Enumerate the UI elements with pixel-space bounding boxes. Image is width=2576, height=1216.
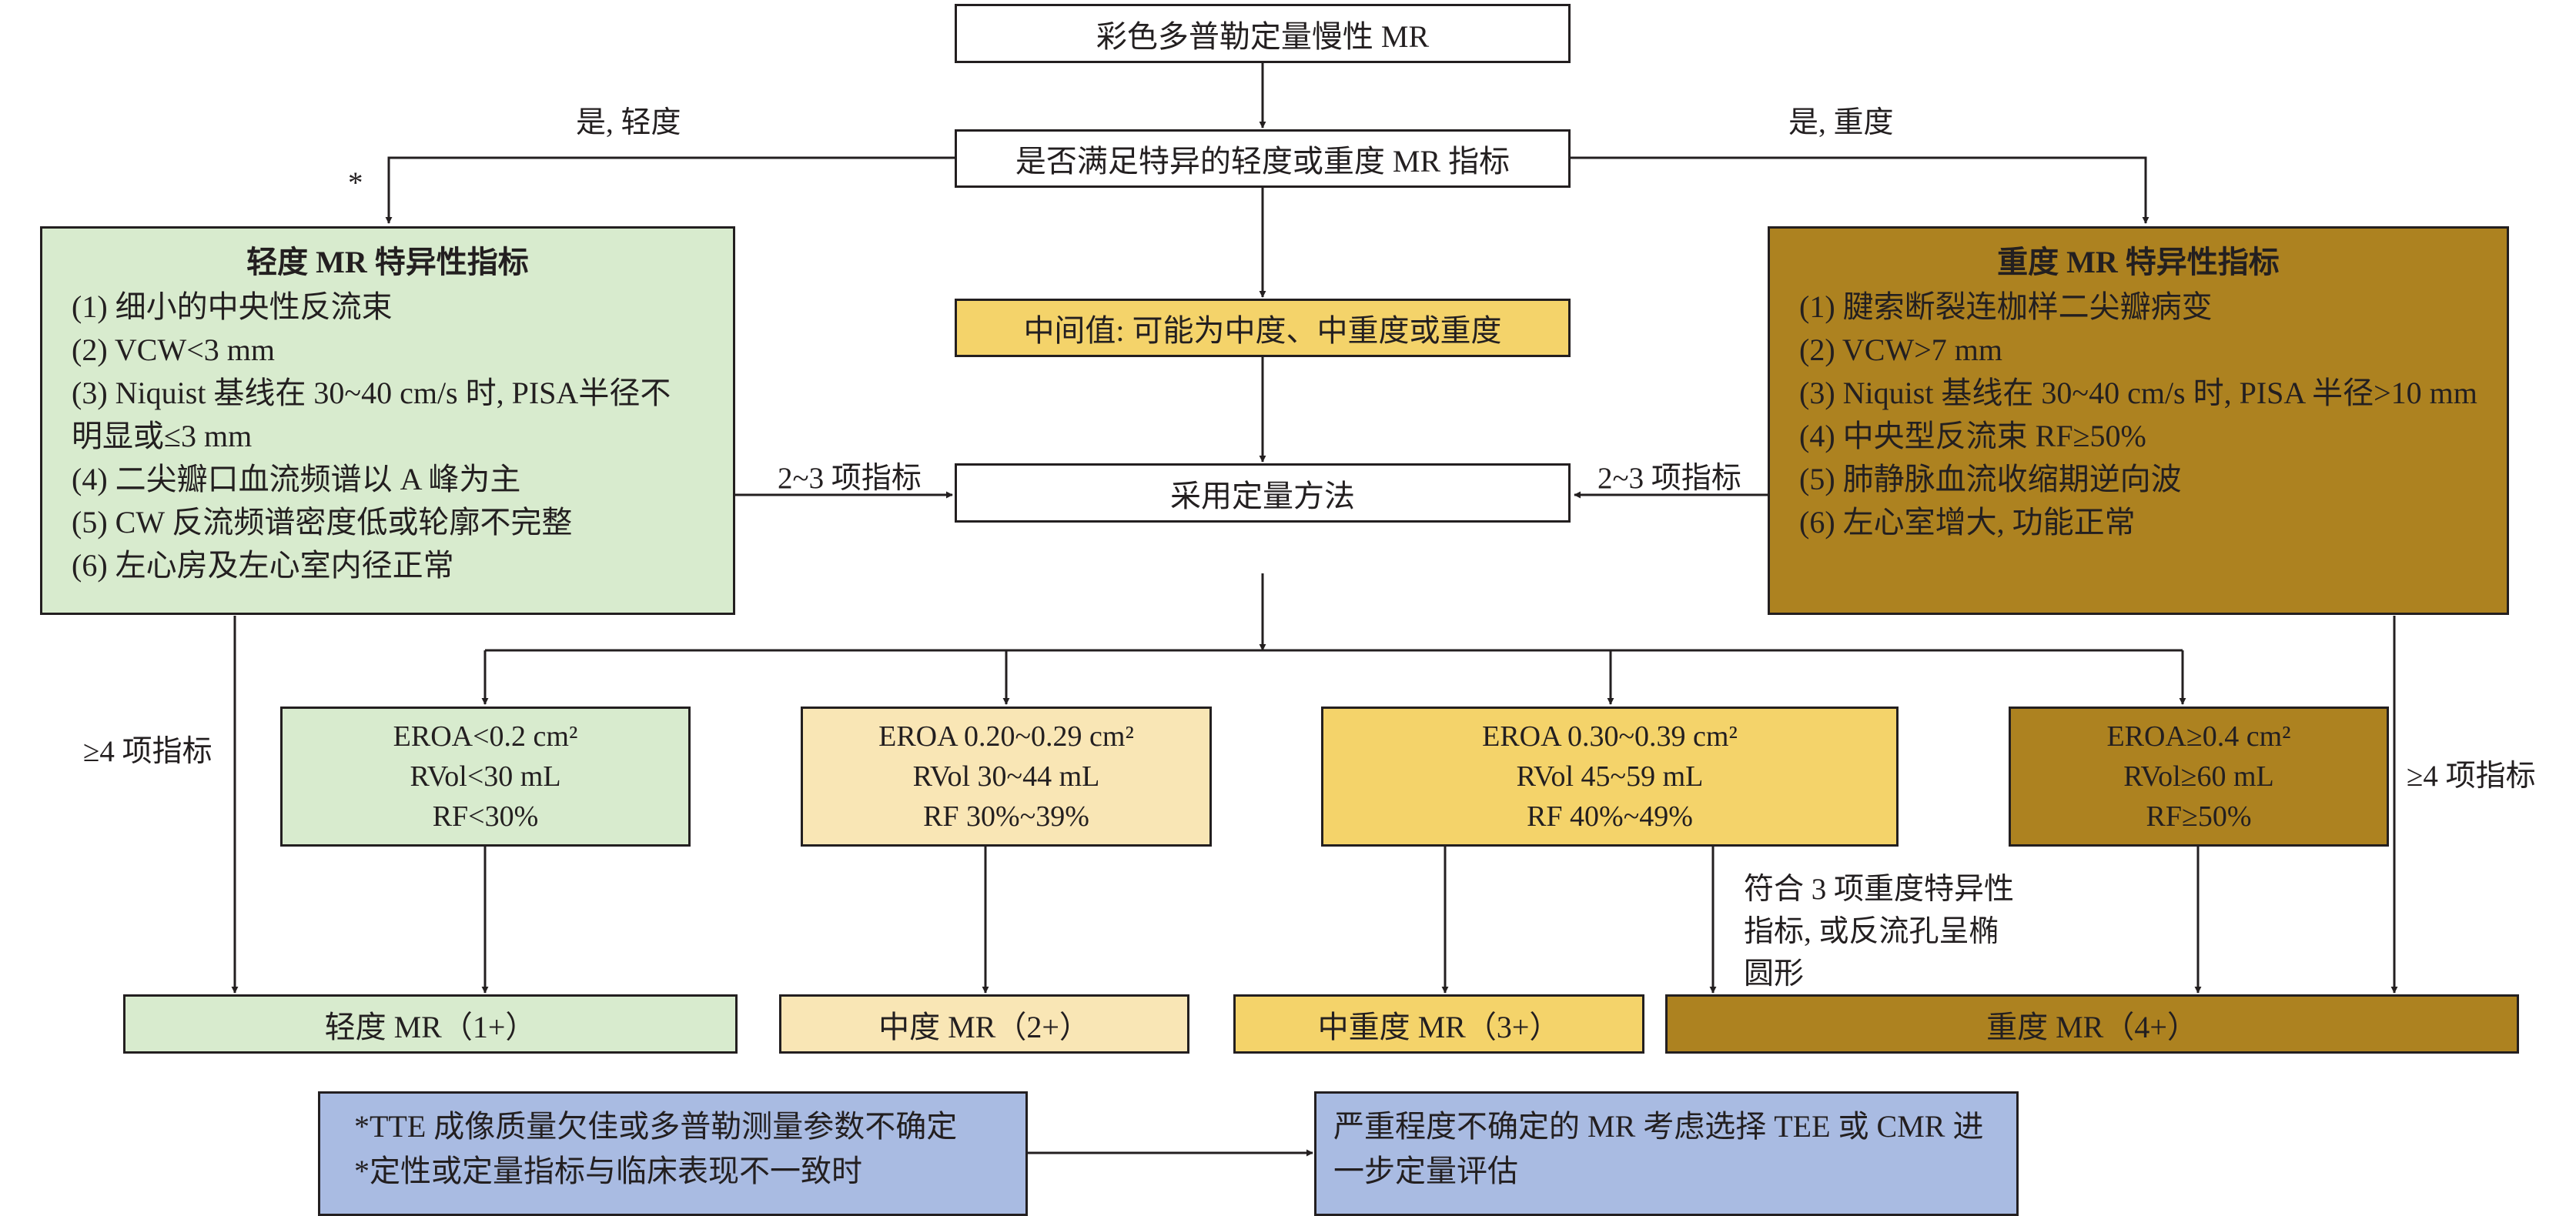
- mild-criteria-item: (1) 细小的中央性反流束: [72, 289, 393, 324]
- quant-eroa: EROA≥0.4 cm²: [2106, 720, 2291, 753]
- grade-mild-text: 轻度 MR（1+）: [324, 1009, 537, 1044]
- quant-method-text: 采用定量方法: [1170, 478, 1355, 513]
- quant-box-mild: EROA<0.2 cm² RVol<30 mL RF<30%: [280, 707, 691, 847]
- four-plus-right-label: ≥4 项指标: [2407, 760, 2536, 793]
- quant-eroa: EROA 0.30~0.39 cm²: [1482, 720, 1738, 753]
- four-plus-left-label: ≥4 项指标: [83, 735, 212, 768]
- mild-criteria-box: 轻度 MR 特异性指标 (1) 细小的中央性反流束 (2) VCW<3 mm (…: [40, 226, 735, 615]
- severe-criteria-heading: 重度 MR 特异性指标: [1997, 245, 2280, 279]
- mild-criteria-item: (3) Niquist 基线在 30~40 cm/s 时, PISA半径不: [72, 376, 671, 410]
- side-note: 符合 3 项重度特异性 指标, 或反流孔呈椭 圆形: [1744, 868, 2014, 995]
- severe-criteria-item: (4) 中央型反流束 RF≥50%: [1799, 419, 2146, 453]
- arrow-question-to-severe: [1571, 156, 2149, 224]
- mild-criteria-item: (4) 二尖瓣口血流频谱以 A 峰为主: [72, 462, 521, 496]
- quant-rf: RF≥50%: [2146, 800, 2252, 833]
- mild-yes-label: 是, 轻度: [576, 106, 681, 139]
- quant-rf: RF 30%~39%: [923, 800, 1089, 833]
- title-text: 彩色多普勒定量慢性 MR: [1096, 18, 1430, 54]
- footnote-box: *TTE 成像质量欠佳或多普勒测量参数不确定 *定性或定量指标与临床表现不一致时: [318, 1091, 1028, 1216]
- severe-criteria-item: (3) Niquist 基线在 30~40 cm/s 时, PISA 半径>10…: [1799, 376, 2477, 410]
- grade-severe-text: 重度 MR（4+）: [1986, 1009, 2198, 1044]
- side-note-line: 指标, 或反流孔呈椭: [1744, 915, 1999, 948]
- severe-criteria-item: (6) 左心室增大, 功能正常: [1799, 505, 2136, 540]
- grade-mild: 轻度 MR（1+）: [123, 994, 738, 1054]
- intermediate-box: 中间值: 可能为中度、中重度或重度: [955, 299, 1571, 357]
- mild-criteria-item: (2) VCW<3 mm: [72, 332, 276, 367]
- severe-criteria-box: 重度 MR 特异性指标 (1) 腱索断裂连枷样二尖瓣病变 (2) VCW>7 m…: [1768, 226, 2509, 615]
- side-note-line: 圆形: [1744, 957, 1805, 991]
- quant-rf: RF 40%~49%: [1527, 800, 1693, 833]
- grade-severe: 重度 MR（4+）: [1665, 994, 2519, 1054]
- severe-criteria-item: (5) 肺静脉血流收缩期逆向波: [1799, 462, 2182, 496]
- footnote-result-line: 严重程度不确定的 MR 考虑选择 TEE 或 CMR 进: [1333, 1109, 1984, 1144]
- severe-yes-label: 是, 重度: [1788, 106, 1894, 139]
- mild-criteria-item: 明显或≤3 mm: [72, 419, 253, 453]
- two-three-left-label: 2~3 项指标: [778, 462, 922, 495]
- grade-mod-severe-text: 中重度 MR（3+）: [1317, 1009, 1561, 1044]
- grade-mod-severe: 中重度 MR（3+）: [1233, 994, 1644, 1054]
- footnote-result-box: 严重程度不确定的 MR 考虑选择 TEE 或 CMR 进 一步定量评估: [1314, 1091, 2019, 1216]
- mild-criteria-item: (5) CW 反流频谱密度低或轮廓不完整: [72, 505, 573, 540]
- quant-box-moderate: EROA 0.20~0.29 cm² RVol 30~44 mL RF 30%~…: [801, 707, 1212, 847]
- footnote-line: *TTE 成像质量欠佳或多普勒测量参数不确定: [354, 1109, 958, 1144]
- question-box: 是否满足特异的轻度或重度 MR 指标: [955, 129, 1571, 188]
- title-box: 彩色多普勒定量慢性 MR: [955, 4, 1571, 63]
- mild-criteria-item: (6) 左心房及左心室内径正常: [72, 548, 454, 583]
- quant-rvol: RVol 45~59 mL: [1516, 760, 1704, 793]
- asterisk-label: *: [348, 166, 363, 199]
- quant-eroa: EROA 0.20~0.29 cm²: [878, 720, 1134, 753]
- grade-moderate: 中度 MR（2+）: [779, 994, 1189, 1054]
- severe-criteria-item: (2) VCW>7 mm: [1799, 332, 2003, 367]
- quant-box-severe: EROA≥0.4 cm² RVol≥60 mL RF≥50%: [2009, 707, 2389, 847]
- quant-eroa: EROA<0.2 cm²: [393, 720, 578, 753]
- quant-box-mod-severe: EROA 0.30~0.39 cm² RVol 45~59 mL RF 40%~…: [1321, 707, 1899, 847]
- mild-criteria-heading: 轻度 MR 特异性指标: [246, 245, 529, 279]
- quant-rvol: RVol≥60 mL: [2123, 760, 2274, 793]
- footnote-line: *定性或定量指标与临床表现不一致时: [354, 1154, 862, 1188]
- footnote-result-line: 一步定量评估: [1333, 1154, 1518, 1188]
- quant-rf: RF<30%: [432, 800, 539, 833]
- quant-rvol: RVol<30 mL: [410, 760, 561, 793]
- side-note-line: 符合 3 项重度特异性: [1744, 873, 2015, 906]
- two-three-right-label: 2~3 项指标: [1597, 462, 1741, 495]
- intermediate-text: 中间值: 可能为中度、中重度或重度: [1023, 313, 1502, 348]
- arrow-question-to-mild: [385, 156, 955, 224]
- quant-method-box: 采用定量方法: [955, 463, 1571, 523]
- grade-moderate-text: 中度 MR（2+）: [878, 1009, 1090, 1044]
- question-text: 是否满足特异的轻度或重度 MR 指标: [1015, 144, 1510, 179]
- severe-criteria-item: (1) 腱索断裂连枷样二尖瓣病变: [1799, 289, 2213, 324]
- quant-rvol: RVol 30~44 mL: [912, 760, 1100, 793]
